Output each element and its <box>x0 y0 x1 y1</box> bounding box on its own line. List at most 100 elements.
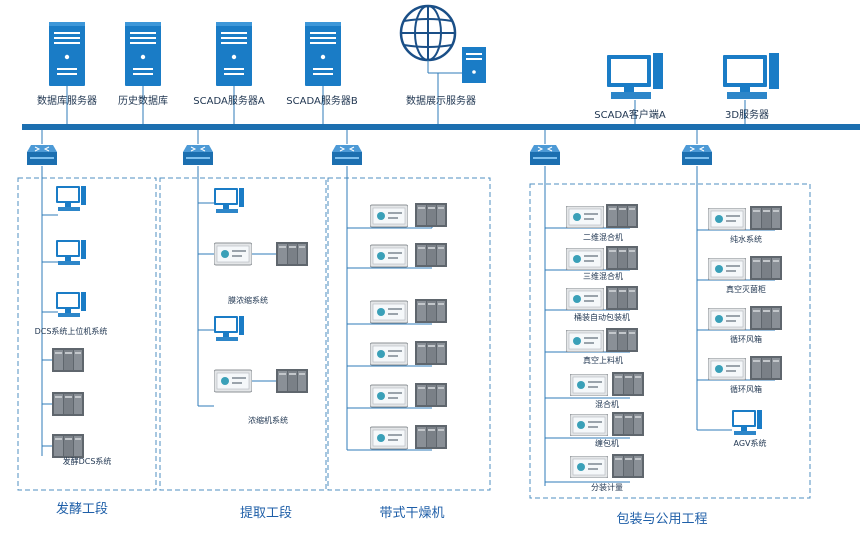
fermentation-plc-icon <box>52 348 84 372</box>
scada-server-b-label: SCADA服务器B <box>286 94 358 107</box>
display-server-label: 数据展示服务器 <box>406 94 476 107</box>
extraction-zone-box <box>159 177 327 491</box>
dryer-zone-box <box>327 177 491 491</box>
packaging-hmi-icon <box>566 206 604 228</box>
dryer-plc-icon <box>415 243 447 267</box>
dryer-hmi-icon <box>370 244 408 268</box>
agv-system-label: AGV系统 <box>733 438 766 448</box>
scada-server-b-icon <box>305 22 341 86</box>
utility-plc-icon <box>750 356 782 380</box>
membrane-concentration-label: 膜浓缩系统 <box>228 295 268 305</box>
packaging-plc-icon <box>606 286 638 310</box>
fermentation-plc-icon <box>52 434 84 458</box>
network-backbone-bus <box>22 124 860 130</box>
packaging-hmi-icon <box>570 456 608 478</box>
utility-item-label: 纯水系统 <box>730 234 762 244</box>
utility-hmi-icon <box>708 308 746 330</box>
dryer-hmi-icon <box>370 300 408 324</box>
packaging-left-wiring <box>544 166 630 486</box>
packaging-item-label: 分装计量 <box>591 482 623 492</box>
fermentation-pc-icon <box>56 186 86 211</box>
extraction-plc-icon <box>276 242 308 266</box>
switch-drops <box>41 130 698 144</box>
server-3d-icon <box>723 53 779 99</box>
history-database-icon <box>125 22 161 86</box>
fermentation-wiring <box>41 166 58 456</box>
extraction-hmi-icon <box>214 242 252 266</box>
utility-hmi-icon <box>708 208 746 230</box>
packaging-plc-icon <box>612 412 644 436</box>
scada-server-a-label: SCADA服务器A <box>193 94 265 107</box>
dcs-hmi-system-label: DCS系统上位机系统 <box>35 326 108 336</box>
packaging-hmi-icon <box>570 414 608 436</box>
scada-server-a-icon <box>216 22 252 86</box>
utility-plc-icon <box>750 256 782 280</box>
packaging-item-label: 二维混合机 <box>583 232 623 242</box>
utility-item-label: 循环风箱 <box>730 334 762 344</box>
packaging-right-wiring <box>696 166 775 431</box>
dryer-hmi-icon <box>370 384 408 408</box>
globe-icon <box>399 4 457 62</box>
switch-icon-packaging-right <box>681 144 713 166</box>
packaging-item-label: 三维混合机 <box>583 271 623 281</box>
server-drops <box>66 73 746 124</box>
database-server-icon <box>49 22 85 86</box>
concentrator-system-label: 浓缩机系统 <box>248 415 288 425</box>
extraction-pc-icon <box>214 316 244 341</box>
scada-client-a-icon <box>607 53 663 99</box>
dryer-hmi-icon <box>370 204 408 228</box>
server-3d-label: 3D服务器 <box>725 108 769 121</box>
packaging-plc-icon <box>606 328 638 352</box>
database-server-label: 数据库服务器 <box>37 94 97 107</box>
switch-icon-packaging-left <box>529 144 561 166</box>
utility-item-label: 真空灭菌柜 <box>726 284 766 294</box>
packaging-hmi-icon <box>566 288 604 310</box>
packaging-item-label: 混合机 <box>595 399 619 409</box>
packaging-plc-icon <box>612 372 644 396</box>
fermentation-pc-icon <box>56 240 86 265</box>
dryer-plc-icon <box>415 341 447 365</box>
packaging-hmi-icon <box>566 330 604 352</box>
utility-hmi-icon <box>708 258 746 280</box>
extraction-zone-title: 提取工段 <box>240 505 292 521</box>
extraction-plc-icon <box>276 369 308 393</box>
fermentation-zone-box <box>17 177 157 491</box>
fermentation-pc-icon <box>56 292 86 317</box>
extraction-pc-icon <box>214 188 244 213</box>
agv-pc-icon <box>732 410 762 435</box>
packaging-plc-icon <box>606 204 638 228</box>
packaging-item-label: 真空上料机 <box>583 355 623 365</box>
packaging-hmi-icon <box>566 248 604 270</box>
dryer-zone-title: 带式干燥机 <box>379 506 444 521</box>
fermentation-zone-title: 发酵工段 <box>56 501 108 517</box>
scada-client-a-label: SCADA客户端A <box>594 108 666 121</box>
dryer-hmi-icon <box>370 426 408 450</box>
switch-icon-extraction <box>182 144 214 166</box>
packaging-hmi-icon <box>570 374 608 396</box>
packaging-plc-icon <box>606 246 638 270</box>
dryer-plc-icon <box>415 425 447 449</box>
dryer-wiring <box>346 166 433 451</box>
extraction-hmi-icon <box>214 369 252 393</box>
dryer-plc-icon <box>415 383 447 407</box>
packaging-item-label: 缠包机 <box>595 438 619 448</box>
switch-icon-dryer <box>331 144 363 166</box>
utility-plc-icon <box>750 206 782 230</box>
dryer-hmi-icon <box>370 342 408 366</box>
packaging-item-label: 桶装自动包装机 <box>574 312 630 322</box>
fermentation-dcs-label: 发酵DCS系统 <box>63 456 112 466</box>
display-server-tower-icon <box>462 47 486 83</box>
utility-hmi-icon <box>708 358 746 380</box>
packaging-zone-box <box>529 183 811 499</box>
utility-item-label: 循环风箱 <box>730 384 762 394</box>
history-database-label: 历史数据库 <box>118 94 168 107</box>
utility-plc-icon <box>750 306 782 330</box>
extraction-wiring <box>197 166 276 407</box>
dryer-plc-icon <box>415 299 447 323</box>
fermentation-plc-icon <box>52 392 84 416</box>
switch-icon-fermentation <box>26 144 58 166</box>
dryer-plc-icon <box>415 203 447 227</box>
packaging-plc-icon <box>612 454 644 478</box>
packaging-zone-title: 包装与公用工程 <box>616 512 707 527</box>
